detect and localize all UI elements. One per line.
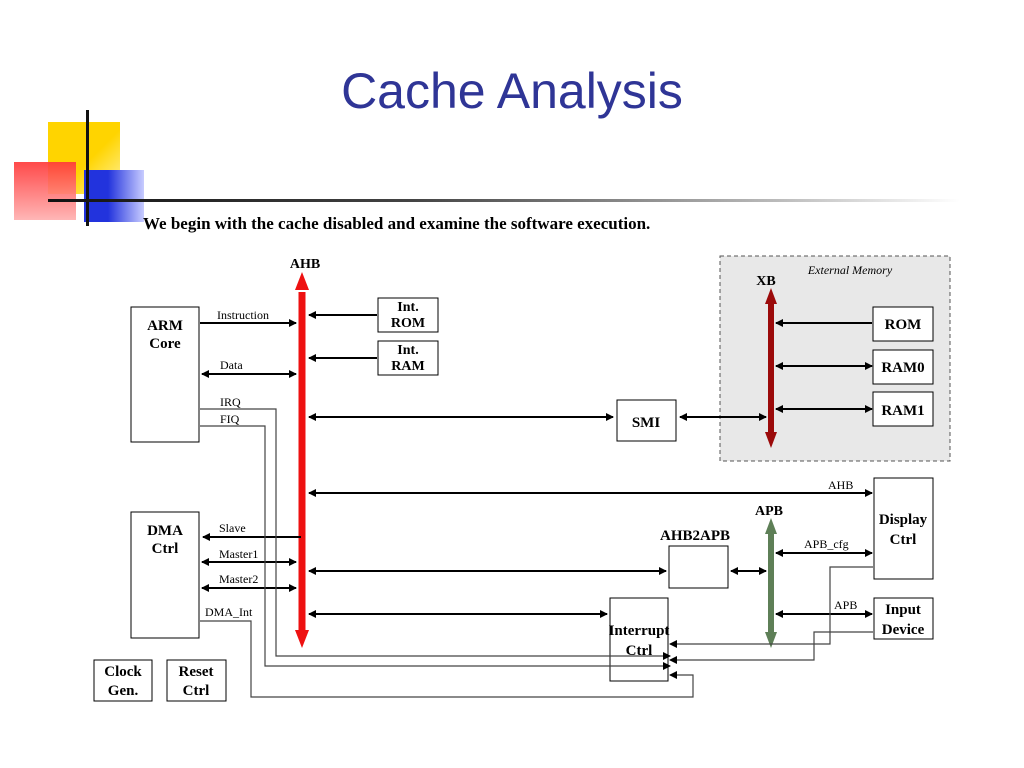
ahb2apb-block: AHB2APB [660, 528, 730, 589]
ram1-label: RAM1 [881, 403, 924, 419]
display-int-wire [669, 566, 873, 648]
rom-block: ROM [872, 306, 934, 342]
clock-gen-block: Clock Gen. [93, 659, 153, 702]
int-rom-line2: ROM [391, 316, 425, 331]
interrupt-ctrl-line1: Interrupt [609, 623, 670, 639]
irq-wire [200, 408, 671, 660]
input-device-line1: Input [885, 602, 921, 618]
deco-blue-square [84, 170, 144, 222]
data-label: Data [220, 358, 243, 372]
arm-core-block: ARM Core [130, 306, 200, 443]
dma-ctrl-block: DMA Ctrl [130, 511, 200, 639]
interrupt-wires [200, 408, 873, 698]
ram0-label: RAM0 [881, 360, 924, 376]
master2-label: Master2 [219, 572, 258, 586]
fiq-wire [200, 425, 671, 670]
interrupt-ctrl-line2: Ctrl [626, 643, 653, 659]
int-ram-block: Int. RAM [377, 340, 439, 376]
xb-bus [765, 288, 777, 448]
input-device-line2: Device [882, 622, 925, 638]
apb-input-label: APB [834, 598, 857, 612]
arm-core-line1: ARM [147, 318, 183, 334]
dma-ctrl-line2: Ctrl [152, 541, 179, 557]
ahb-display-label: AHB [828, 478, 853, 492]
smi-block: SMI [616, 399, 677, 442]
slide-subtitle: We begin with the cache disabled and exa… [143, 214, 651, 233]
ahb-bus-label: AHB [290, 257, 320, 272]
smi-label: SMI [632, 415, 661, 431]
instruction-label: Instruction [217, 308, 269, 322]
xb-bus-label: XB [756, 274, 775, 289]
input-int-wire [669, 631, 873, 664]
apb-bus-label: APB [755, 504, 783, 519]
external-memory-label: External Memory [807, 263, 893, 277]
master1-label: Master1 [219, 547, 258, 561]
int-ram-line2: RAM [391, 359, 424, 374]
rom-label: ROM [885, 317, 922, 333]
display-ctrl-block: Display Ctrl [873, 477, 934, 580]
deco-horizontal-line [48, 199, 960, 202]
clock-gen-line1: Clock [104, 664, 142, 680]
deco-red-square [14, 162, 76, 220]
ram1-block: RAM1 [872, 391, 934, 427]
display-ctrl-line1: Display [879, 512, 928, 528]
reset-ctrl-line2: Ctrl [183, 683, 210, 699]
display-ctrl-line2: Ctrl [890, 532, 917, 548]
arm-core-line2: Core [149, 336, 181, 352]
int-rom-line1: Int. [397, 300, 418, 315]
slide-title: Cache Analysis [341, 63, 683, 119]
irq-label: IRQ [220, 395, 241, 409]
dma-int-label: DMA_Int [205, 605, 253, 619]
clock-gen-line2: Gen. [108, 683, 139, 699]
reset-ctrl-block: Reset Ctrl [166, 659, 227, 702]
slave-label: Slave [219, 521, 246, 535]
ram0-block: RAM0 [872, 349, 934, 385]
deco-vertical-line [86, 110, 89, 226]
fiq-label: FIQ [220, 412, 240, 426]
apb-bus [765, 518, 777, 648]
dma-int-wire [200, 620, 694, 698]
int-ram-line1: Int. [397, 343, 418, 358]
dma-ctrl-line1: DMA [147, 523, 183, 539]
int-rom-block: Int. ROM [377, 297, 439, 333]
ahb-bus [295, 272, 309, 648]
interrupt-ctrl-block: Interrupt Ctrl [609, 597, 670, 682]
ahb2apb-label: AHB2APB [660, 528, 730, 544]
reset-ctrl-line1: Reset [179, 664, 214, 680]
bus-connections [200, 311, 873, 618]
apb-cfg-label: APB_cfg [804, 537, 849, 551]
input-device-block: Input Device [873, 597, 934, 640]
